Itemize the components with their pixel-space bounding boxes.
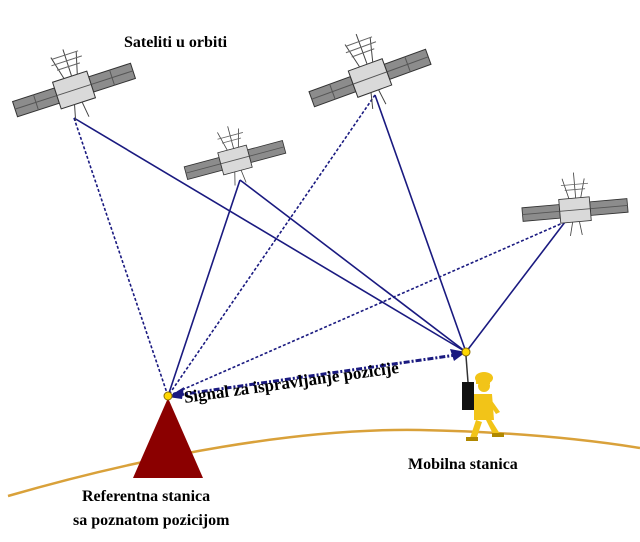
- satellite-icon: [11, 49, 137, 122]
- reference-node: [163, 391, 173, 401]
- satellite-icon: [308, 33, 432, 109]
- satellite-icon: [183, 126, 287, 186]
- person-walking-icon: [462, 372, 504, 441]
- mobile-station-label: Mobilna stanica: [408, 456, 518, 473]
- signal-lines-reference: [73, 94, 566, 397]
- satellites-title: Sateliti u orbiti: [124, 34, 228, 51]
- mobile-node: [461, 347, 471, 357]
- ground-horizon: [7, 428, 640, 498]
- reference-station-label-line1: Referentna stanica: [82, 488, 211, 505]
- triangle-reference-icon: [133, 398, 203, 478]
- reference-station-label-line2: sa poznatom pozicijom: [73, 512, 230, 529]
- satellite-icon: [521, 172, 629, 237]
- signal-lines-mobile: [73, 94, 566, 353]
